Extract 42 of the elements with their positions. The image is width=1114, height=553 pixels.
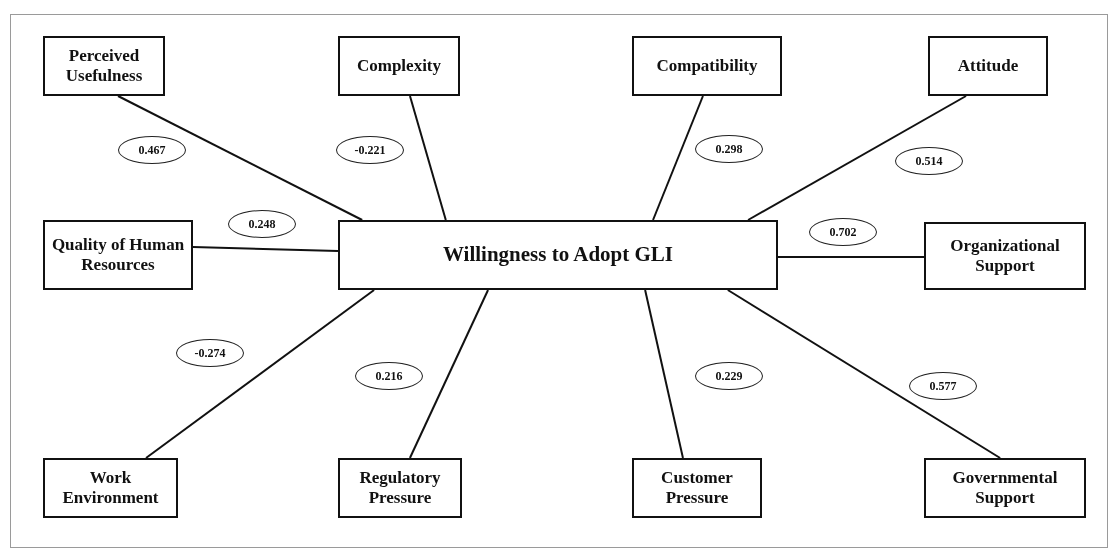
connector-line [726,289,1002,459]
construct-label: Regulatory Pressure [358,467,442,509]
construct-box [924,458,1086,518]
edge-label: 0.467 [118,136,186,164]
construct-box [632,36,782,96]
construct-box [338,458,462,518]
edge-label: 0.216 [355,362,423,390]
construct-label: Work Environment [61,467,160,509]
edge-label: 0.298 [695,135,763,163]
construct-label: Willingness to Adopt GLI [442,242,674,268]
connector-line [408,289,490,459]
connector-line [145,289,376,459]
connector-line [747,95,968,221]
construct-label: Quality of Human Resources [50,234,186,276]
construct-label: Complexity [356,55,441,77]
connector-line [777,256,925,259]
edge-label: 0.229 [695,362,763,390]
edge-label: 0.577 [909,372,977,400]
construct-box [928,36,1048,96]
construct-label: Governmental Support [951,467,1059,509]
construct-box [924,222,1086,290]
edge-label: 0.248 [228,210,296,238]
construct-box [632,458,762,518]
construct-box [338,36,460,96]
edge-label: 0.514 [895,147,963,175]
construct-box [43,36,165,96]
construct-box [43,220,193,290]
construct-box [338,220,778,290]
connector-line [117,95,364,221]
connector-line [192,246,339,252]
connector-line [409,95,447,221]
construct-label: Compatibility [656,55,758,77]
construct-label: Organizational Support [949,235,1061,277]
connector-line [652,95,704,221]
construct-label: Attitude [957,55,1019,77]
edge-label: 0.702 [809,218,877,246]
construct-label: Customer Pressure [660,467,734,509]
connector-line [644,289,684,459]
construct-box [43,458,178,518]
edge-label: -0.274 [176,339,244,367]
edge-label: -0.221 [336,136,404,164]
construct-label: Perceived Usefulness [64,45,144,87]
